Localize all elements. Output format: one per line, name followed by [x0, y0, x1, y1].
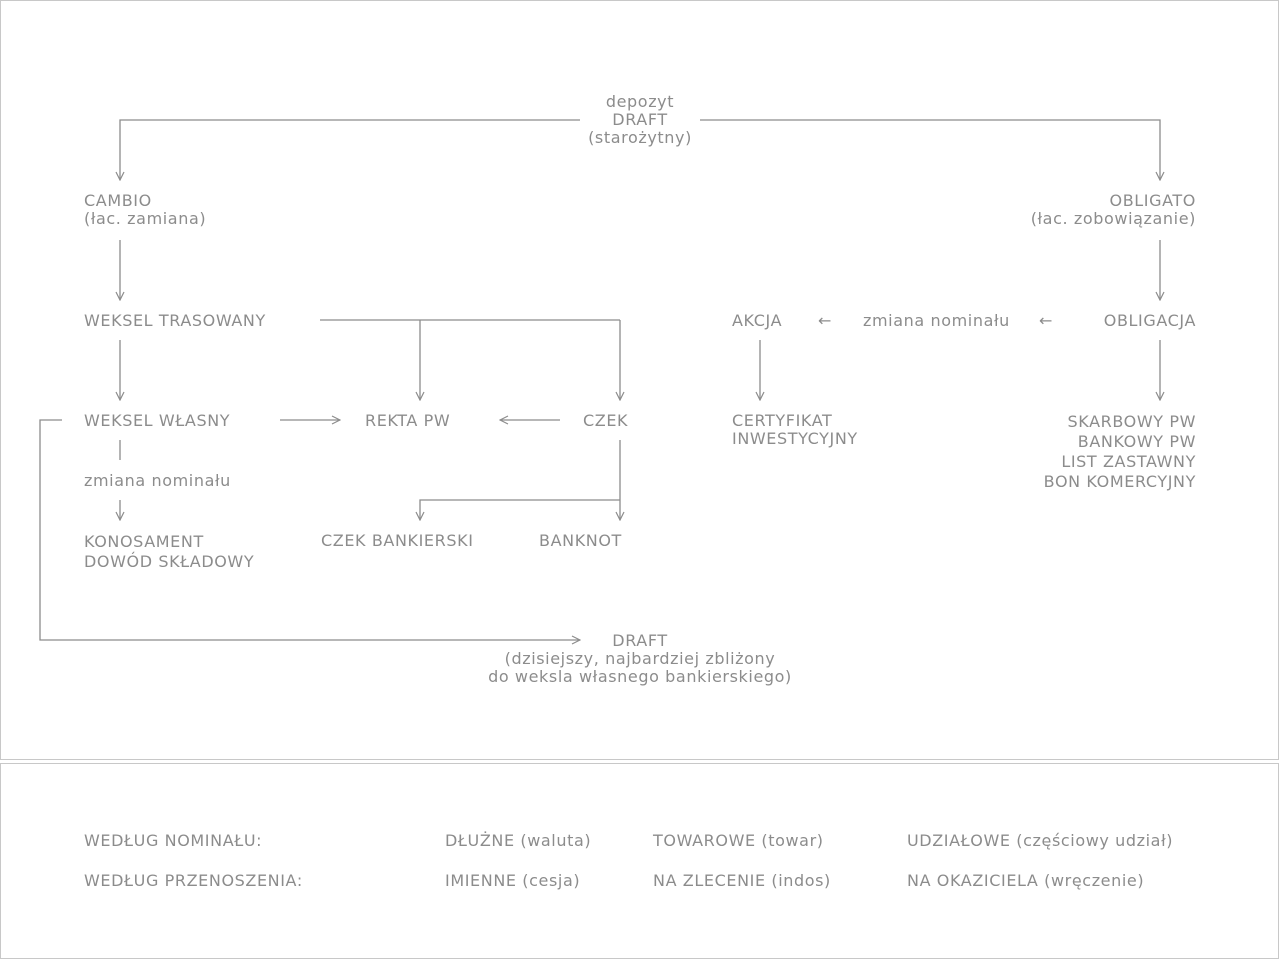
legend-panel	[0, 763, 1279, 959]
node-depozyt-draft: depozyt DRAFT (starożytny)	[540, 93, 740, 147]
node-label: (starożytny)	[588, 128, 692, 147]
node-label: BANKOWY PW	[1077, 432, 1196, 451]
node-label: (dzisiejszy, najbardziej zbliżony	[504, 649, 776, 668]
label-zmiana-nominalu-left: zmiana nominału	[84, 471, 231, 490]
node-banknot: BANKNOT	[539, 531, 622, 550]
node-skarbowy: SKARBOWY PW BANKOWY PW LIST ZASTAWNY BON…	[976, 412, 1196, 492]
arrow-czek-to-czek-bankierski	[420, 499, 620, 520]
node-czek: CZEK	[583, 411, 629, 430]
node-label: CERTYFIKAT	[732, 411, 833, 430]
diagram-panel	[0, 0, 1279, 760]
label-zmiana-nominalu-right: zmiana nominału	[863, 311, 1010, 330]
legend-row2-label: WEDŁUG PRZENOSZENIA:	[84, 871, 303, 890]
node-akcja: AKCJA	[732, 311, 783, 330]
node-obligacja: OBLIGACJA	[1103, 311, 1196, 330]
legend-row1-col2: TOWAROWE (towar)	[653, 831, 824, 850]
node-label: DRAFT	[612, 110, 668, 129]
node-label: (łac. zamiana)	[84, 209, 207, 228]
legend-row1-col1: DŁUŻNE (waluta)	[445, 831, 592, 850]
legend-row2-col2: NA ZLECENIE (indos)	[653, 871, 831, 890]
node-label: do weksla własnego bankierskiego)	[488, 667, 792, 686]
node-label: DOWÓD SKŁADOWY	[84, 552, 255, 571]
node-obligato: OBLIGATO (łac. zobowiązanie)	[976, 192, 1196, 228]
legend-row1-label: WEDŁUG NOMINAŁU:	[84, 831, 263, 850]
node-label: (łac. zobowiązanie)	[1030, 209, 1196, 228]
node-czek-bankierski: CZEK BANKIERSKI	[321, 531, 474, 550]
node-label: LIST ZASTAWNY	[1061, 452, 1196, 471]
node-cambio: CAMBIO (łac. zamiana)	[84, 192, 206, 228]
arrow-left-glyph: ←	[818, 311, 833, 330]
legend-row2-col3: NA OKAZICIELA (wręczenie)	[907, 871, 1145, 890]
node-label: INWESTYCYJNY	[732, 429, 858, 448]
node-weksel-wlasny: WEKSEL WŁASNY	[84, 411, 231, 430]
node-weksel-trasowany: WEKSEL TRASOWANY	[84, 311, 266, 330]
node-label: CAMBIO	[84, 191, 152, 210]
node-label: KONOSAMENT	[84, 532, 204, 551]
legend-row2-col1: IMIENNE (cesja)	[445, 871, 581, 890]
node-label: SKARBOWY PW	[1067, 412, 1196, 431]
node-label: depozyt	[605, 92, 675, 111]
node-certyfikat: CERTYFIKAT INWESTYCYJNY	[732, 412, 858, 448]
node-label: OBLIGATO	[1109, 191, 1196, 210]
node-rekta-pw: REKTA PW	[365, 411, 451, 430]
arrow-wlasny-to-draft-today	[39, 419, 580, 640]
node-label: BON KOMERCYJNY	[1043, 472, 1196, 491]
legend-row1-col3: UDZIAŁOWE (częściowy udział)	[907, 831, 1174, 850]
arrow-draft-to-cambio	[120, 119, 580, 180]
node-label: DRAFT	[612, 631, 668, 650]
node-draft-today: DRAFT (dzisiejszy, najbardziej zbliżony …	[440, 632, 840, 686]
arrow-left-glyph: ←	[1039, 311, 1054, 330]
arrow-draft-to-obligato	[700, 119, 1160, 180]
node-konosament: KONOSAMENT DOWÓD SKŁADOWY	[84, 532, 254, 572]
